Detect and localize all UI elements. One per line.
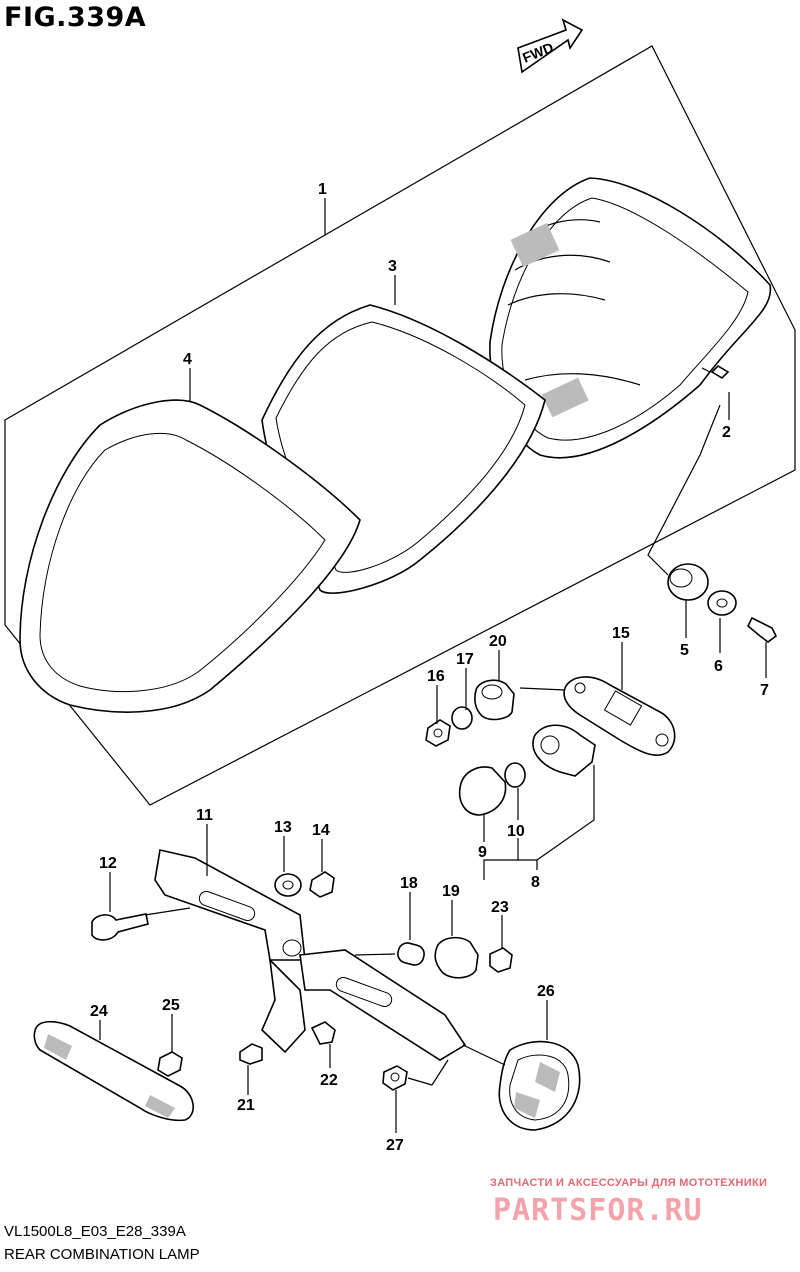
callout-3: 3 [388, 258, 397, 275]
callout-19: 19 [442, 883, 460, 900]
part-13-washer [274, 873, 302, 897]
figure-title: FIG.339A [4, 2, 147, 33]
part-16-nut [425, 719, 451, 747]
callout-25: 25 [162, 997, 180, 1014]
watermark-subtitle: ЗАПЧАСТИ И АКСЕССУАРЫ ДЛЯ МОТОТЕХНИКИ [490, 1177, 768, 1189]
callout-13: 13 [274, 819, 292, 836]
part-17-collar [451, 706, 473, 730]
lamp-rim-cover [19, 399, 361, 713]
part-11-plate [154, 849, 467, 1061]
callout-14: 14 [312, 822, 330, 839]
part-18-collar [397, 942, 425, 966]
part-27-nut [382, 1065, 408, 1091]
part-7-screw [747, 616, 778, 643]
callout-22: 22 [320, 1072, 338, 1089]
part-19-grommet [434, 936, 479, 979]
lamp-lens-housing [489, 177, 772, 459]
callout-7: 7 [760, 682, 769, 699]
callout-numbers: 1 2 3 4 5 6 7 8 9 10 11 12 13 14 15 16 1… [90, 181, 769, 1154]
callout-11: 11 [196, 807, 213, 824]
part-20-grommet [474, 679, 515, 721]
callout-26: 26 [537, 983, 555, 1000]
callout-20: 20 [489, 633, 507, 650]
part-23-nut [489, 947, 513, 973]
part-25-nut [157, 1051, 183, 1077]
callout-10: 10 [507, 823, 525, 840]
callout-2: 2 [722, 424, 731, 441]
callout-18: 18 [400, 875, 418, 892]
watermark-brand: PARTSFOR.RU [493, 1193, 703, 1228]
callout-9: 9 [478, 844, 487, 861]
part-24-side-reflector [33, 1020, 194, 1122]
callout-16: 16 [427, 668, 445, 685]
leader-lines [99, 198, 767, 1133]
part-22-screw [310, 1021, 336, 1045]
part-12-bolt [91, 913, 149, 941]
callout-21: 21 [237, 1097, 255, 1114]
callout-5: 5 [680, 642, 689, 659]
model-code: VL1500L8_E03_E28_339A [4, 1223, 186, 1240]
callout-23: 23 [491, 899, 509, 916]
part-8-socket [532, 724, 596, 777]
part-2-screw [701, 364, 730, 380]
part-5-grommet [667, 563, 709, 601]
callout-17: 17 [456, 651, 474, 668]
part-6-washer [707, 590, 737, 616]
callout-1: 1 [318, 181, 327, 198]
callout-24: 24 [90, 1003, 108, 1020]
part-14-nut [309, 871, 335, 898]
callout-12: 12 [99, 855, 117, 872]
part-9-bulb-cover [458, 766, 507, 816]
callout-6: 6 [714, 658, 723, 675]
callout-4: 4 [183, 351, 192, 368]
part-26-round-reflector [498, 1040, 581, 1131]
callout-27: 27 [386, 1137, 404, 1154]
assembly-name: REAR COMBINATION LAMP [4, 1246, 200, 1263]
part-10-bulb [504, 762, 526, 788]
callout-15: 15 [612, 625, 630, 642]
part-21-screw [239, 1043, 263, 1065]
callout-8: 8 [531, 874, 540, 891]
assembly-boundary [4, 45, 796, 806]
part-15-bracket [563, 676, 676, 756]
fwd-direction-arrow: FWD [517, 18, 584, 74]
